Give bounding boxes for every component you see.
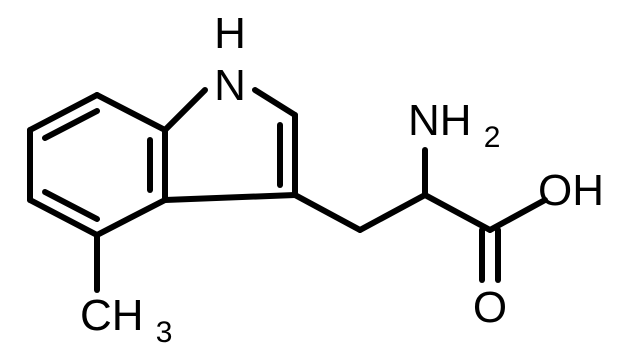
bond-c5-c4-inner	[42, 189, 100, 222]
bond-c3-c3a	[162, 192, 298, 203]
amino-group-subscript: 2	[484, 121, 501, 154]
bond-ch2-calpha	[357, 192, 428, 233]
carbonyl-oxygen-label: O	[473, 283, 507, 332]
methyl-group-label: CH 3	[80, 291, 172, 349]
bond-lines	[27, 87, 548, 293]
bond-c7-c6-inner	[42, 108, 100, 141]
bond-ccooh-oh	[487, 197, 548, 233]
bond-c4-c3a	[94, 197, 168, 238]
indole-nitrogen-label: N	[214, 61, 246, 110]
methyl-group-subscript: 3	[156, 316, 173, 349]
bond-c7a-c7	[94, 92, 168, 133]
amino-group-main: NH	[408, 96, 472, 145]
bond-n1-c2	[252, 87, 298, 118]
hydrogen-label: H	[214, 9, 246, 58]
bond-c5-c4	[27, 197, 100, 238]
bond-c7-c6	[27, 92, 100, 133]
bond-c3-ch2	[292, 192, 363, 233]
amino-group-label: NH 2	[408, 96, 500, 154]
hydroxyl-label: OH	[538, 166, 604, 215]
bond-c7a-n1	[162, 87, 208, 133]
methyl-group-main: CH	[80, 291, 144, 340]
bond-calpha-ccooh	[422, 192, 493, 233]
